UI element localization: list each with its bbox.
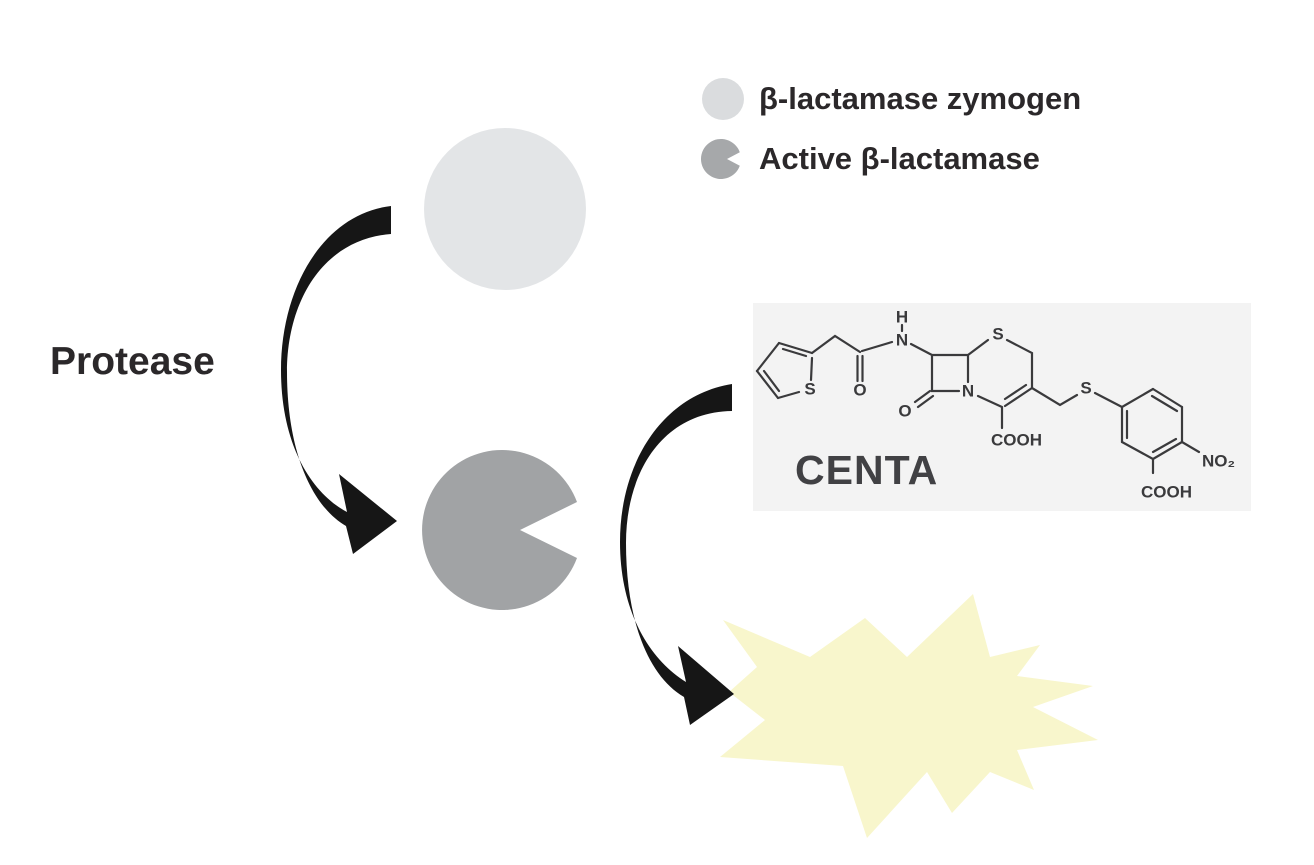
atom-label: S: [992, 325, 1003, 344]
cleavage-arrow: [620, 384, 734, 725]
atom-label: COOH: [991, 431, 1042, 450]
atom-label: N: [962, 382, 974, 401]
protease-arrow: [281, 206, 397, 554]
atom-label: COOH: [1141, 483, 1192, 502]
starburst-shape: [720, 594, 1098, 838]
atom-label: H: [896, 308, 908, 327]
atom-label: S: [1080, 379, 1091, 398]
protease-label: Protease: [50, 340, 215, 383]
pacman-circle-icon: [701, 139, 740, 179]
double-bonds: [755, 341, 1184, 461]
zymogen-circle: [424, 128, 586, 290]
atom-label: NO₂: [1202, 452, 1235, 471]
atom-label: O: [898, 402, 911, 421]
legend-label-zymogen: β-lactamase zymogen: [759, 81, 1082, 116]
legend-item-active: Active β-lactamase: [701, 137, 1081, 181]
legend: β-lactamase zymogen Active β-lactamase: [701, 77, 1081, 181]
atom-label: N: [896, 331, 908, 350]
active-enzyme-pacman: [422, 449, 577, 610]
arrows: [281, 206, 734, 725]
centa-label: CENTA: [795, 447, 939, 493]
legend-label-active: Active β-lactamase: [759, 141, 1040, 176]
atom-label: S: [804, 380, 815, 399]
legend-item-zymogen: β-lactamase zymogen: [701, 77, 1081, 121]
single-bonds: [755, 323, 1201, 475]
atom-label: O: [853, 381, 866, 400]
zymogen-circle-icon: [702, 78, 744, 120]
